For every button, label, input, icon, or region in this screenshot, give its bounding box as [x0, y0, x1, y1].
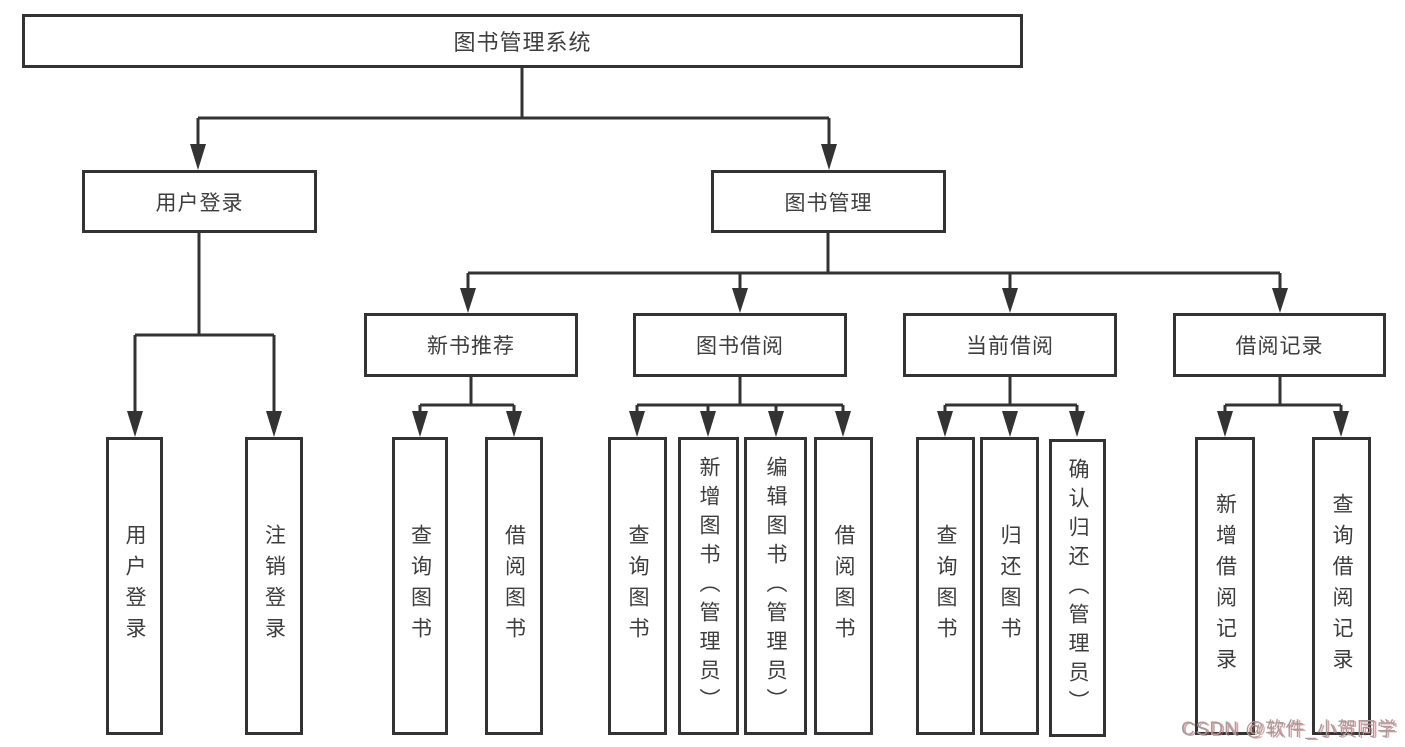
node-label: 注销登录 — [262, 524, 286, 648]
node-label: 图书管理 — [784, 191, 873, 215]
node-book-management: 图书管理 — [711, 170, 946, 233]
leaf-add-borrow-record: 新增借阅记录 — [1195, 437, 1255, 735]
node-label: 图书管理系统 — [453, 30, 592, 55]
node-label: 编辑图书（管理员） — [764, 455, 787, 717]
leaf-borrow-books-2: 借阅图书 — [814, 437, 873, 735]
leaf-confirm-return-admin: 确认归还（管理员） — [1049, 439, 1106, 737]
node-label: 查询图书 — [626, 524, 649, 648]
csdn-watermark: CSDN @软件_小贺同学 — [1181, 719, 1397, 740]
node-book-borrow: 图书借阅 — [633, 313, 847, 377]
node-label: 归还图书 — [998, 524, 1021, 648]
node-label: 查询图书 — [408, 524, 432, 648]
leaf-query-borrow-record: 查询借阅记录 — [1312, 437, 1371, 735]
node-label: 借阅图书 — [832, 524, 855, 648]
node-label: 用户登录 — [155, 191, 244, 215]
node-label: 当前借阅 — [966, 335, 1054, 358]
leaf-borrow-books-1: 借阅图书 — [485, 437, 543, 735]
node-label: 借阅记录 — [1235, 335, 1324, 358]
leaf-logout: 注销登录 — [245, 437, 303, 735]
node-label: 借阅图书 — [502, 524, 526, 648]
node-label: 查询图书 — [934, 524, 957, 648]
node-borrow-records: 借阅记录 — [1173, 313, 1386, 377]
node-label: 确认归还（管理员） — [1066, 457, 1089, 719]
node-label: 用户登录 — [123, 524, 146, 648]
leaf-user-login: 用户登录 — [106, 437, 163, 735]
leaf-query-books-1: 查询图书 — [392, 437, 448, 735]
node-label: 新书推荐 — [427, 335, 515, 358]
node-label: 图书借阅 — [696, 335, 784, 358]
node-library-management-system: 图书管理系统 — [22, 14, 1023, 68]
leaf-add-book-admin: 新增图书（管理员） — [678, 437, 739, 735]
node-label: 新增图书（管理员） — [697, 455, 720, 717]
arrowhead-icons — [127, 144, 1349, 437]
node-current-borrow: 当前借阅 — [903, 313, 1117, 377]
node-new-book-recommend: 新书推荐 — [364, 313, 578, 377]
node-label: 新增借阅记录 — [1213, 493, 1237, 679]
node-label: 查询借阅记录 — [1330, 493, 1353, 679]
node-user-login: 用户登录 — [82, 170, 317, 233]
leaf-query-books-3: 查询图书 — [916, 437, 975, 735]
leaf-edit-book-admin: 编辑图书（管理员） — [744, 437, 807, 735]
leaf-return-book: 归还图书 — [980, 437, 1039, 735]
leaf-query-books-2: 查询图书 — [608, 437, 667, 735]
